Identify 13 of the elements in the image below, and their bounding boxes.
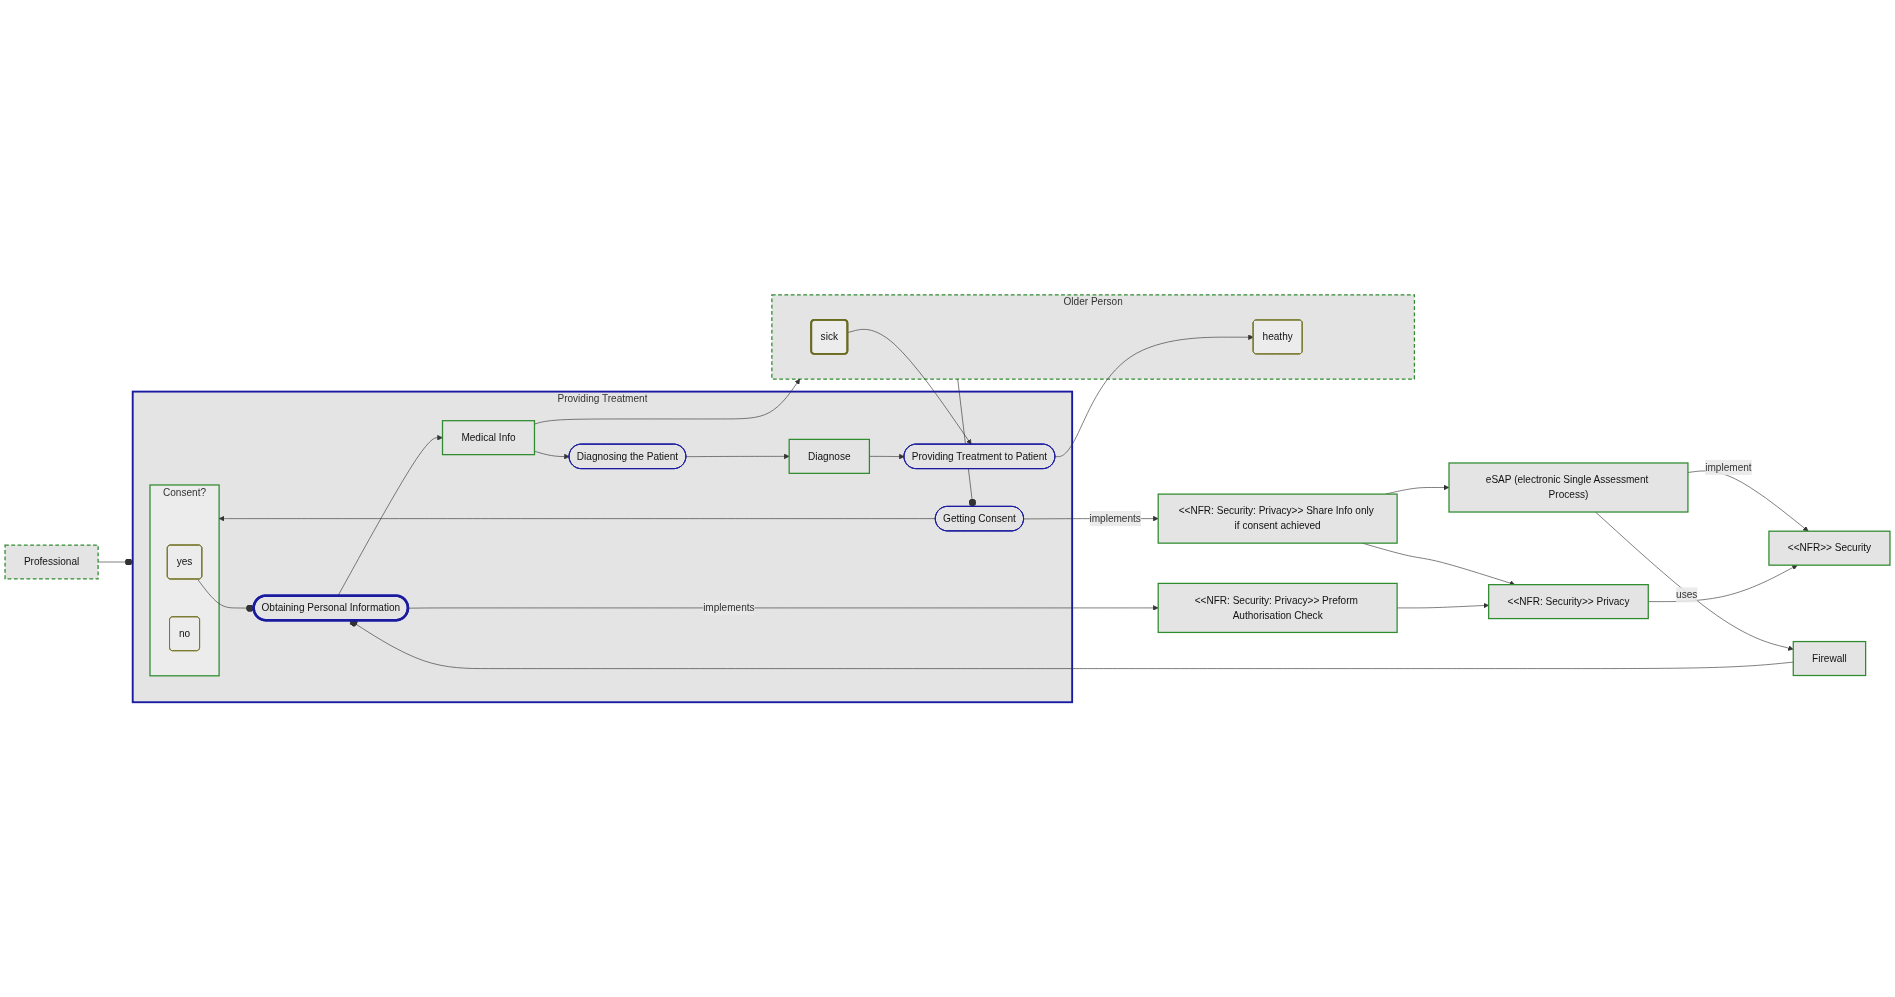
- node-box: Professional: [4, 544, 99, 580]
- node-box: <<NFR: Security: Privacy>> Share Info only if consent achieved: [1157, 493, 1398, 544]
- node-box: Medical Info: [441, 420, 536, 456]
- node-box: <<NFR: Security: Privacy>> Preform Authorisation Check: [1157, 582, 1398, 634]
- node-box: Diagnose: [788, 438, 871, 474]
- node-box: <<NFR>> Security: [1768, 530, 1891, 566]
- node-box: Firewall: [1792, 640, 1867, 677]
- edge-label: implements: [703, 602, 755, 613]
- edge-label: implement: [1705, 461, 1752, 473]
- node-box: <<NFR: Security>> Privacy: [1488, 584, 1649, 620]
- edge-label: implements: [1089, 512, 1141, 524]
- node-box: eSAP (electronic Single Assessment Process): [1448, 462, 1689, 513]
- edge-label: uses: [1676, 589, 1698, 600]
